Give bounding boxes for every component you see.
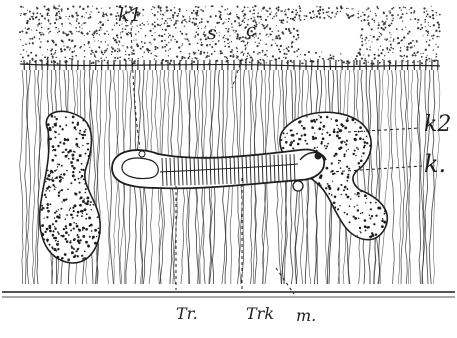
central-elongated-organ <box>112 149 326 191</box>
label-tr: Tr. <box>176 306 198 322</box>
label-k: k. <box>424 152 446 176</box>
stippled-upper-layer <box>19 5 441 70</box>
label-m: m. <box>296 308 316 324</box>
label-c: c <box>246 22 256 40</box>
upper-fiber-boundary <box>20 64 440 67</box>
label-s: s <box>207 24 217 43</box>
label-k1: k1 <box>118 6 142 25</box>
small-round-nucleus <box>293 181 303 191</box>
label-k2: k2 <box>424 114 451 136</box>
label-trk: Trk <box>246 306 274 322</box>
